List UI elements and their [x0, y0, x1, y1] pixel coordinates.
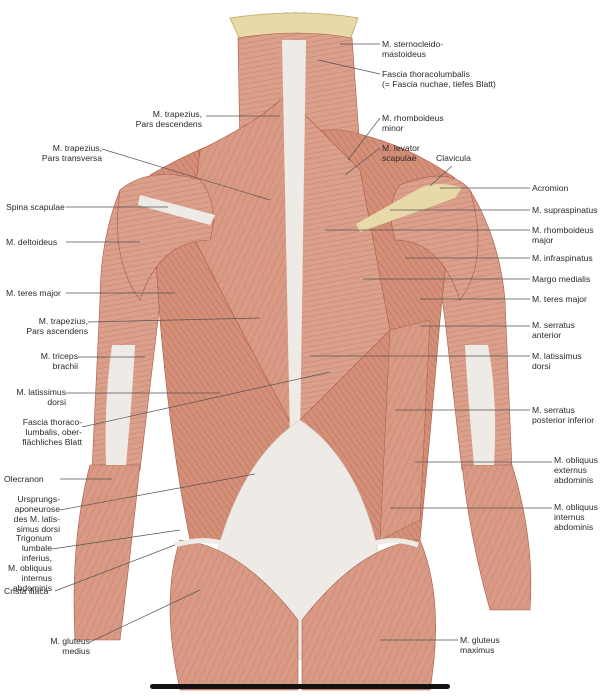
spine-fascia: [282, 40, 306, 440]
label-clavicula: Clavicula: [436, 153, 471, 163]
left-forearm: [73, 464, 141, 641]
label-teres-major-right: M. teres major: [532, 294, 587, 304]
label-margo-medialis: Margo medialis: [532, 274, 591, 284]
acromion-right: [356, 184, 462, 232]
trapezius: [189, 99, 301, 441]
label-sternocleidomastoideus: M. sternocleido-mastoideus: [382, 39, 444, 59]
triceps-tendon-left: [105, 345, 135, 465]
label-infraspinatus: M. infraspinatus: [532, 253, 593, 263]
crista-iliaca-right: [359, 538, 419, 551]
gluteus-right: [301, 539, 436, 691]
label-fascia-nuchae: Fascia thoracolumbalis(= Fascia nuchae, …: [382, 69, 496, 89]
leader-lines: [51, 43, 552, 643]
spina-scapulae-left: [138, 195, 215, 225]
label-trapezius-descendens: M. trapezius,Pars descendens: [135, 109, 202, 129]
triceps-tendon-right: [465, 345, 496, 465]
home-indicator[interactable]: [150, 684, 450, 689]
label-teres-major-left: M. teres major: [6, 288, 61, 298]
label-spina-scapulae: Spina scapulae: [6, 202, 65, 212]
label-trapezius-ascendens: M. trapezius,Pars ascendens: [26, 316, 88, 336]
right-forearm: [461, 464, 532, 611]
label-trapezius-transversa: M. trapezius,Pars transversa: [41, 143, 102, 163]
serratus-region: [379, 319, 431, 541]
label-deltoideus: M. deltoideus: [6, 237, 58, 247]
label-acromion: Acromion: [532, 183, 569, 193]
label-olecranon: Olecranon: [4, 474, 44, 484]
crista-iliaca-left: [174, 538, 237, 551]
label-crista-iliaca: Crista iliaca: [4, 586, 49, 596]
label-supraspinatus: M. supraspinatus: [532, 205, 598, 215]
gluteus-left: [169, 539, 299, 691]
label-fascia-thoracolumbalis-superficial: Fascia thoraco-lumbalis, ober-flächliche…: [22, 417, 82, 447]
